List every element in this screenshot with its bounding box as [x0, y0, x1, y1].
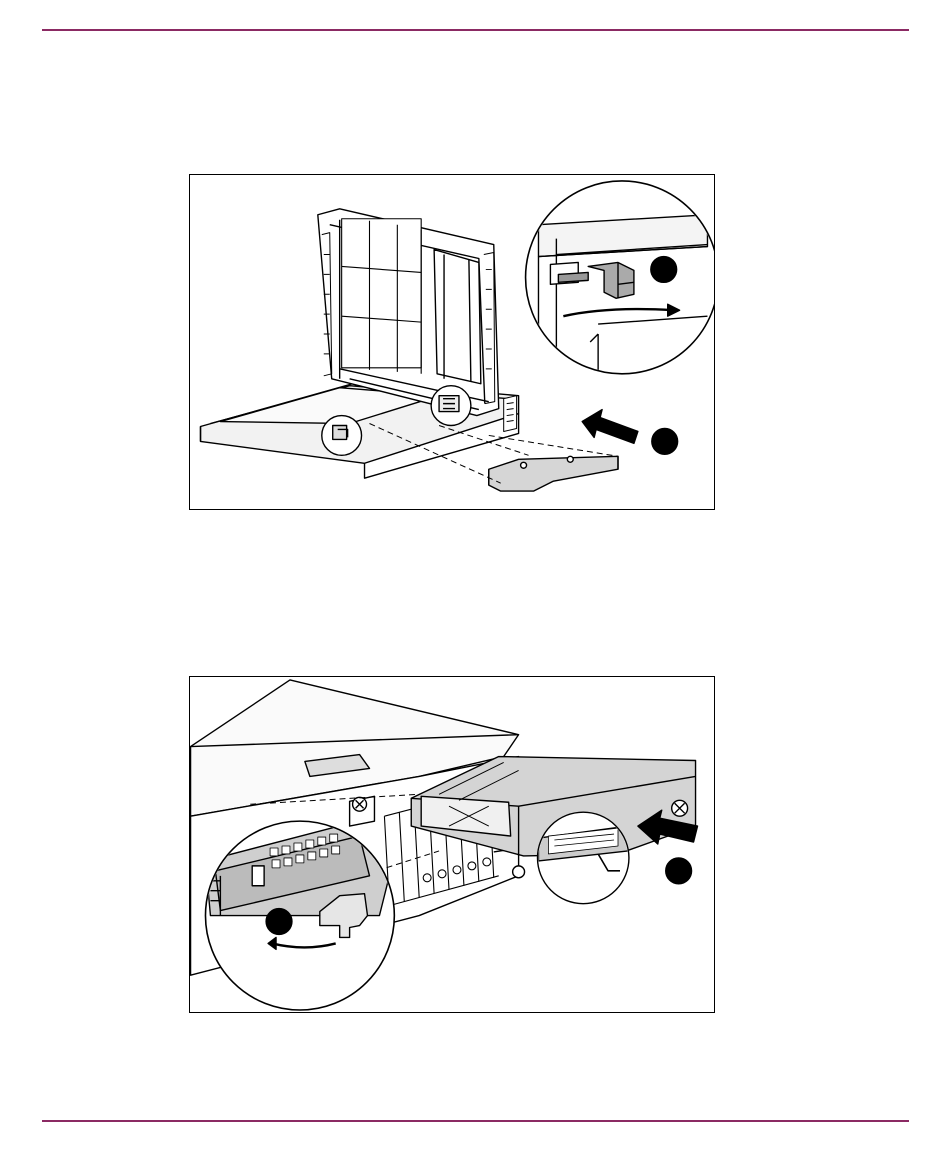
figure-1-illustration [190, 175, 714, 509]
step-marker-1 [266, 909, 292, 935]
lid-grid [342, 219, 422, 374]
bottom-rule [42, 1120, 909, 1122]
insert-direction-arrow [582, 410, 638, 444]
step-marker-1 [651, 257, 677, 283]
filler-blank [489, 456, 618, 491]
step-marker-2 [666, 858, 692, 884]
figure-2 [189, 676, 715, 1013]
figure-2-illustration [190, 677, 714, 1012]
step-marker-2 [652, 428, 678, 454]
figure-1 [189, 174, 715, 510]
top-rule [42, 29, 909, 31]
